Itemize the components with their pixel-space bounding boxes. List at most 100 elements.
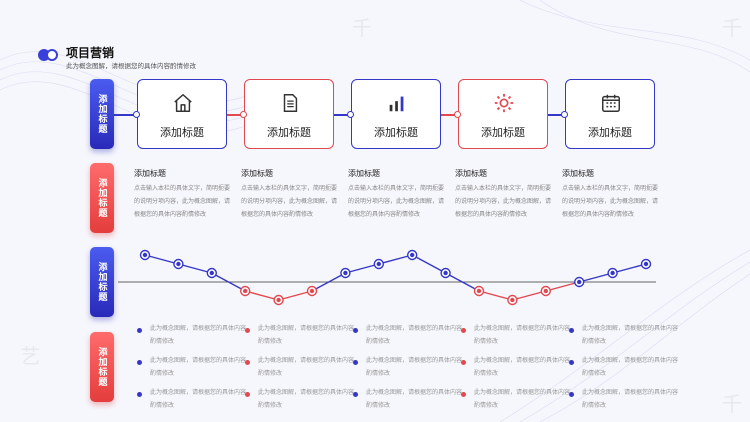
bullet-list-5: 此为概念图解，请根据您的具体内容酌情修改此为概念图解，请根据您的具体内容酌情修改… [569,322,679,418]
bullet-text: 此为概念图解，请根据您的具体内容酌情修改 [258,325,355,345]
data-point-core [443,270,448,276]
bullet-dot [353,392,358,397]
row-tag-2[interactable]: 添加标题 [90,163,114,233]
bullet-item: 此为概念图解，请根据您的具体内容酌情修改 [569,354,679,386]
text-column-5: 添加标题 点击输入本栏的具体文字，简明扼要的说明分项内容，此为概念图解，请根据您… [562,168,662,221]
data-point-core [543,288,548,294]
connector-line [114,114,137,116]
line-segment [579,272,613,283]
bullet-item: 此为概念图解，请根据您的具体内容酌情修改 [353,322,463,354]
bullet-list-2: 此为概念图解，请根据您的具体内容酌情修改此为概念图解，请根据您的具体内容酌情修改… [245,322,355,418]
card-label: 添加标题 [160,126,204,139]
bullet-item: 此为概念图解，请根据您的具体内容酌情修改 [461,322,571,354]
connector-line [440,114,458,116]
bullet-text: 此为概念图解，请根据您的具体内容酌情修改 [150,325,247,345]
bullet-dot [245,360,250,365]
calendar-icon [602,94,620,112]
data-point-core [376,261,381,267]
bullet-item: 此为概念图解，请根据您的具体内容酌情修改 [569,386,679,418]
bullet-dot [245,392,250,397]
data-point-core [309,288,315,294]
bullet-dot [461,392,466,397]
line-segment [545,281,580,292]
bullet-dot [569,392,574,397]
bullet-dot [569,328,574,333]
text-column-2: 添加标题 点击输入本栏的具体文字，简明扼要的说明分项内容，此为概念图解，请根据您… [241,168,341,221]
bullet-text: 此为概念图解，请根据您的具体内容酌情修改 [474,357,571,377]
column-body: 点击输入本栏的具体文字，简明扼要的说明分项内容，此为概念图解，请根据您的具体内容… [241,185,338,218]
connector-dot [347,111,354,118]
bullet-dot [461,360,466,365]
data-point-core [410,252,415,258]
bullet-dot [569,360,574,365]
row-tag-1[interactable]: 添加标题 [90,79,114,149]
bullet-item: 此为概念图解，请根据您的具体内容酌情修改 [137,322,247,354]
line-segment [278,290,313,301]
data-point-core [209,270,214,276]
bullet-text: 此为概念图解，请根据您的具体内容酌情修改 [150,389,247,409]
text-column-4: 添加标题 点击输入本栏的具体文字，简明扼要的说明分项内容，此为概念图解，请根据您… [455,168,555,221]
gear-icon [494,93,514,113]
watermark: 千 [722,16,742,40]
bullet-text: 此为概念图解，请根据您的具体内容酌情修改 [258,357,355,377]
bullet-list-3: 此为概念图解，请根据您的具体内容酌情修改此为概念图解，请根据您的具体内容酌情修改… [353,322,463,418]
column-body: 点击输入本栏的具体文字，简明扼要的说明分项内容，此为概念图解，请根据您的具体内容… [348,185,445,218]
card-5[interactable]: 添加标题 [565,79,655,149]
line-segment [411,254,446,274]
line-segment [311,272,346,292]
connector-dot [240,111,247,118]
home-icon [174,94,192,112]
bullet-dot [137,360,142,365]
bullet-text: 此为概念图解，请根据您的具体内容酌情修改 [474,389,571,409]
connector-dot [133,111,140,118]
line-segment [478,290,513,301]
bullet-text: 此为概念图解，请根据您的具体内容酌情修改 [366,357,463,377]
connector-line [226,114,244,116]
bullet-item: 此为概念图解，请根据您的具体内容酌情修改 [137,354,247,386]
bullet-dot [137,328,142,333]
card-label: 添加标题 [481,126,525,139]
line-segment [445,272,480,292]
column-heading: 添加标题 [241,169,273,178]
row-tag-4[interactable]: 添加标题 [90,332,114,402]
data-point-core [142,252,148,258]
watermark: 千 [352,16,372,40]
bullet-list-4: 此为概念图解，请根据您的具体内容酌情修改此为概念图解，请根据您的具体内容酌情修改… [461,322,571,418]
card-label: 添加标题 [374,126,418,139]
card-1[interactable]: 添加标题 [137,79,227,149]
bullet-dot [245,328,250,333]
line-segment [144,254,179,265]
line-segment [211,272,246,292]
card-4[interactable]: 添加标题 [458,79,548,149]
column-heading: 添加标题 [455,169,487,178]
bullet-text: 此为概念图解，请根据您的具体内容酌情修改 [366,389,463,409]
row-tag-3[interactable]: 添加标题 [90,247,114,317]
data-point-core [176,261,181,267]
data-point-core [343,270,348,276]
bullet-text: 此为概念图解，请根据您的具体内容酌情修改 [582,389,679,409]
bullet-item: 此为概念图解，请根据您的具体内容酌情修改 [245,322,355,354]
line-segment [345,263,379,274]
page-title: 项目营销 [66,46,115,60]
bullet-item: 此为概念图解，请根据您的具体内容酌情修改 [569,322,679,354]
text-column-3: 添加标题 点击输入本栏的具体文字，简明扼要的说明分项内容，此为概念图解，请根据您… [348,168,448,221]
bullet-item: 此为概念图解，请根据您的具体内容酌情修改 [353,386,463,418]
data-point-core [643,261,649,267]
bullet-dot [461,328,466,333]
connector-line [547,114,565,116]
bullet-text: 此为概念图解，请根据您的具体内容酌情修改 [366,325,463,345]
data-point-core [577,279,582,285]
bullet-dot [353,328,358,333]
card-3[interactable]: 添加标题 [351,79,441,149]
page-subtitle: 此为概念图解，请根据您的具体内容酌情修改 [66,62,196,70]
bullet-item: 此为概念图解，请根据您的具体内容酌情修改 [353,354,463,386]
bullet-text: 此为概念图解，请根据您的具体内容酌情修改 [150,357,247,377]
watermark: 千 [722,392,742,416]
data-point-core [276,297,281,303]
bullet-text: 此为概念图解，请根据您的具体内容酌情修改 [582,325,679,345]
text-column-1: 添加标题 点击输入本栏的具体文字，简明扼要的说明分项内容，此为概念图解，请根据您… [134,168,234,221]
bullet-item: 此为概念图解，请根据您的具体内容酌情修改 [245,386,355,418]
watermark: 艺 [20,344,40,368]
